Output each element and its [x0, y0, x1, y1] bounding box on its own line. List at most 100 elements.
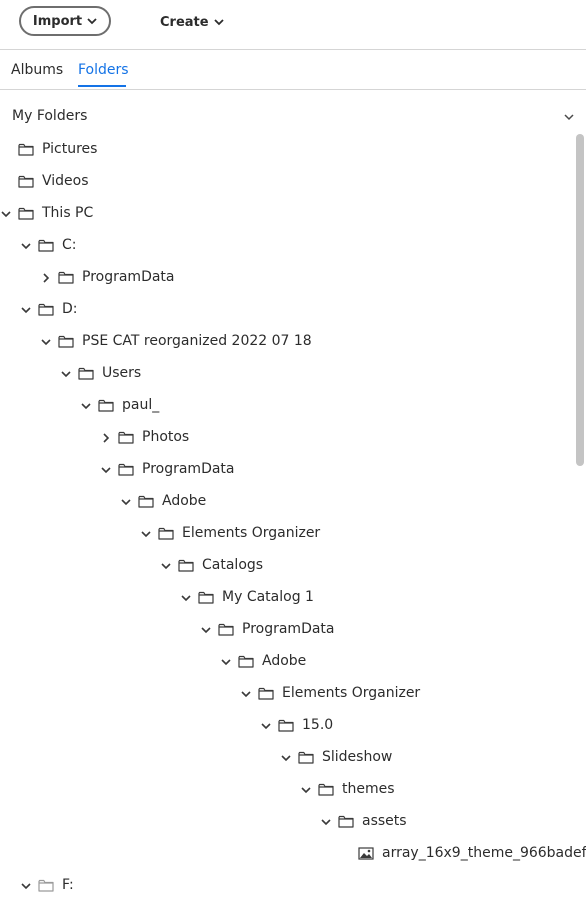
folder-icon [118, 431, 134, 444]
panel-tabs: Albums Folders [0, 50, 586, 90]
tree-row[interactable]: PSE CAT reorganized 2022 07 18 [0, 326, 570, 358]
tree-row[interactable]: This PC [0, 198, 570, 230]
folder-icon [138, 495, 154, 508]
chevron-down-icon[interactable] [60, 368, 72, 380]
tree-row-label: themes [342, 781, 395, 797]
chevron-down-icon[interactable] [280, 752, 292, 764]
chevron-down-icon[interactable] [20, 880, 32, 892]
folder-icon [118, 463, 134, 476]
tree-row[interactable]: ProgramData [0, 614, 570, 646]
tree-row-label: ProgramData [82, 269, 175, 285]
tree-row-label: Elements Organizer [182, 525, 321, 541]
import-button[interactable]: Import [19, 6, 111, 36]
folder-icon [218, 623, 234, 636]
chevron-down-icon [213, 19, 224, 26]
tree-row[interactable]: ProgramData [0, 454, 570, 486]
tree-row[interactable]: Adobe [0, 646, 570, 678]
chevron-right-icon[interactable] [40, 272, 52, 284]
folder-icon [318, 783, 334, 796]
tree-row[interactable]: My Catalog 1 [0, 582, 570, 614]
section-title[interactable]: My Folders [12, 108, 88, 124]
tree-row-label: Adobe [162, 493, 207, 509]
chevron-down-icon[interactable] [140, 528, 152, 540]
folder-icon [18, 207, 34, 220]
tree-row[interactable]: 15.0 [0, 710, 570, 742]
tree-row-label: Photos [142, 429, 190, 445]
tree-row-label: Adobe [262, 653, 307, 669]
chevron-down-icon[interactable] [0, 208, 12, 220]
folder-icon [58, 335, 74, 348]
tree-row[interactable]: F: [0, 870, 570, 902]
tree-row[interactable]: Videos [0, 166, 570, 198]
tab-albums[interactable]: Albums [11, 62, 64, 78]
chevron-down-icon[interactable] [563, 111, 575, 123]
tree-row-label: Slideshow [322, 749, 393, 765]
folder-icon [78, 367, 94, 380]
chevron-down-icon[interactable] [240, 688, 252, 700]
chevron-down-icon[interactable] [260, 720, 272, 732]
tree-row-label: D: [62, 301, 78, 317]
folder-icon [58, 271, 74, 284]
scrollbar-thumb[interactable] [576, 134, 584, 466]
tree-row-label: paul_ [122, 397, 160, 413]
tree-row-label: My Catalog 1 [222, 589, 314, 605]
tree-row[interactable]: ProgramData [0, 262, 570, 294]
folder-icon [298, 751, 314, 764]
folder-icon [278, 719, 294, 732]
tree-row[interactable]: Adobe [0, 486, 570, 518]
chevron-down-icon[interactable] [20, 304, 32, 316]
tree-row[interactable]: Elements Organizer [0, 678, 570, 710]
tree-row[interactable]: Photos [0, 422, 570, 454]
folder-icon [18, 143, 34, 156]
tree-row[interactable]: D: [0, 294, 570, 326]
tree-row[interactable]: Users [0, 358, 570, 390]
chevron-down-icon[interactable] [220, 656, 232, 668]
chevron-down-icon[interactable] [120, 496, 132, 508]
chevron-down-icon [87, 18, 97, 25]
tree-row-label: ProgramData [242, 621, 335, 637]
tree-row-label: ProgramData [142, 461, 235, 477]
chevron-down-icon[interactable] [40, 336, 52, 348]
folder-icon [338, 815, 354, 828]
folder-icon [258, 687, 274, 700]
chevron-down-icon[interactable] [200, 624, 212, 636]
chevron-down-icon[interactable] [100, 464, 112, 476]
chevron-down-icon[interactable] [180, 592, 192, 604]
tree-row[interactable]: Pictures [0, 134, 570, 166]
tree-row[interactable]: paul_ [0, 390, 570, 422]
chevron-down-icon[interactable] [300, 784, 312, 796]
image-icon [358, 847, 374, 860]
tree-row-label: PSE CAT reorganized 2022 07 18 [82, 333, 312, 349]
tree-row-label: array_16x9_theme_966badef... [382, 845, 586, 861]
tree-row-label: 15.0 [302, 717, 334, 733]
tree-row[interactable]: Catalogs [0, 550, 570, 582]
create-button-label: Create [160, 14, 209, 30]
folder-icon [38, 239, 54, 252]
tree-row[interactable]: assets [0, 806, 570, 838]
chevron-down-icon[interactable] [320, 816, 332, 828]
tree-row[interactable]: array_16x9_theme_966badef... [0, 838, 586, 870]
tree-row[interactable]: C: [0, 230, 570, 262]
create-button[interactable]: Create [160, 8, 224, 36]
chevron-down-icon[interactable] [160, 560, 172, 572]
chevron-down-icon[interactable] [80, 400, 92, 412]
tree-row-label: F: [62, 877, 74, 893]
tree-row-label: Users [102, 365, 142, 381]
folder-icon [98, 399, 114, 412]
folder-icon [38, 303, 54, 316]
tree-row-label: Elements Organizer [282, 685, 421, 701]
tree-row[interactable]: Elements Organizer [0, 518, 570, 550]
folder-icon [158, 527, 174, 540]
tree-row-label: Pictures [42, 141, 98, 157]
tree-row[interactable]: themes [0, 774, 570, 806]
tree-row-label: C: [62, 237, 77, 253]
folder-icon [238, 655, 254, 668]
chevron-down-icon[interactable] [20, 240, 32, 252]
tree-row[interactable]: Slideshow [0, 742, 570, 774]
top-toolbar: Import Create [0, 0, 586, 50]
folder-icon [198, 591, 214, 604]
folder-icon [178, 559, 194, 572]
tab-folders[interactable]: Folders [78, 62, 129, 78]
tree-row-label: assets [362, 813, 407, 829]
chevron-right-icon[interactable] [100, 432, 112, 444]
